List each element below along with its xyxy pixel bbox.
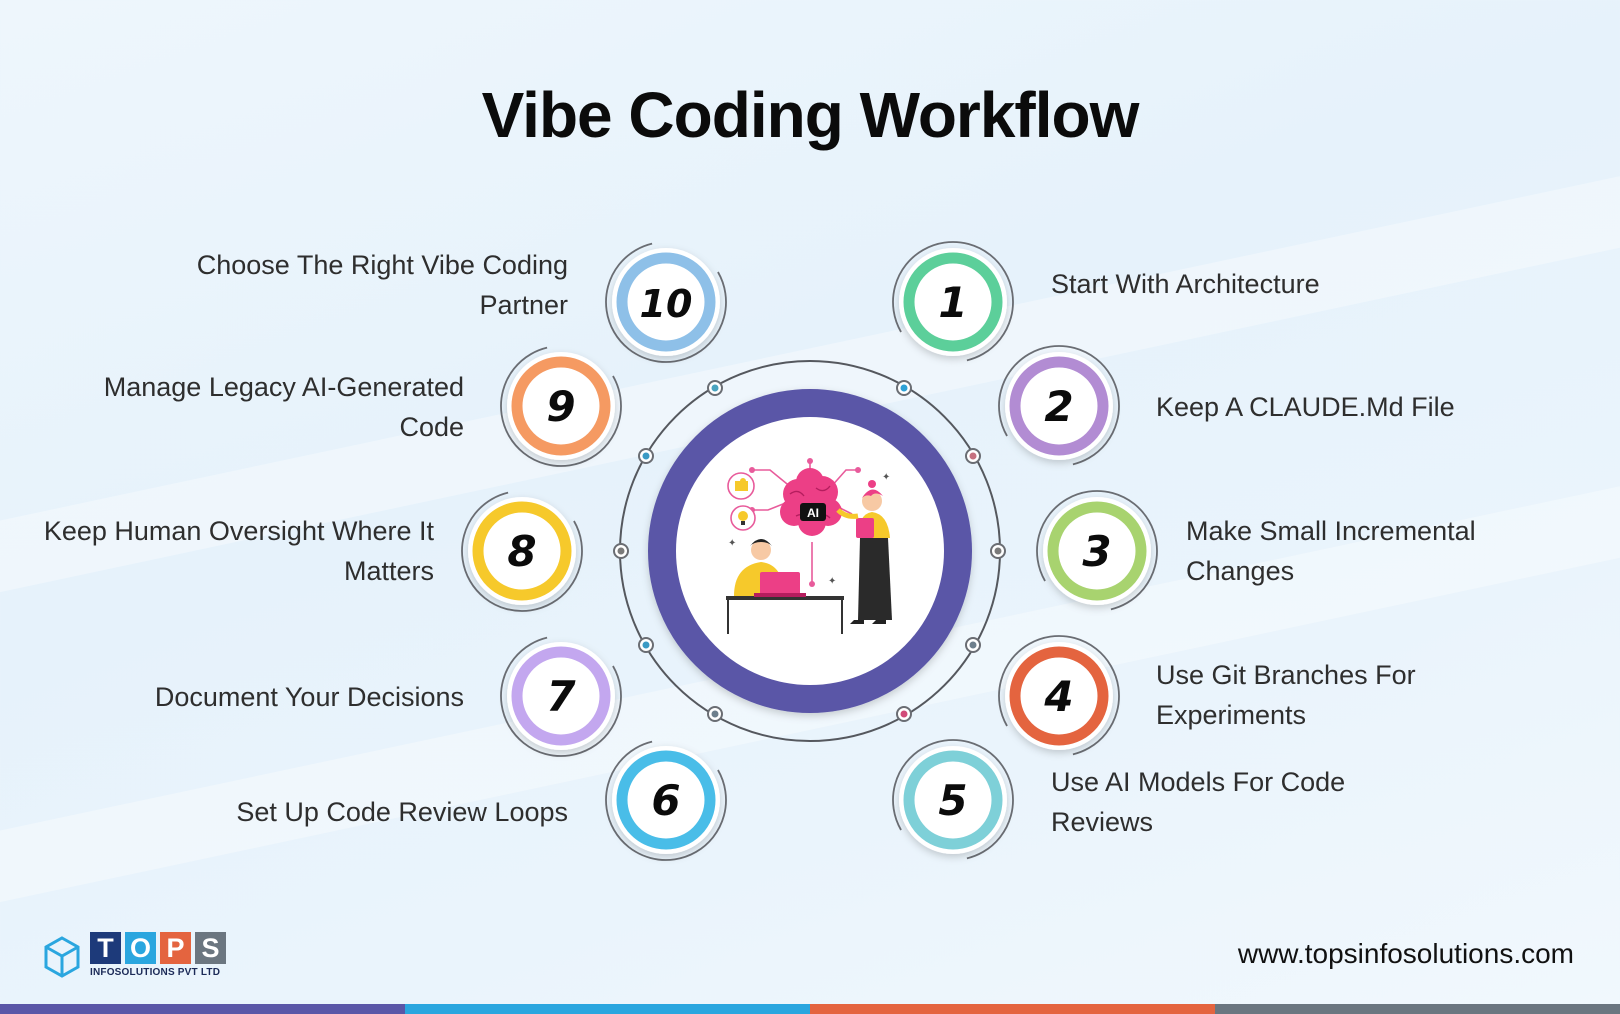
step-4-number: 4 <box>1043 672 1073 721</box>
step-5-badge: 5 <box>892 739 1014 861</box>
step-7-label: Document Your Decisions <box>154 682 464 712</box>
step-7-ring <box>511 646 611 746</box>
step-7-badge: 7 <box>500 635 622 757</box>
footer-segment-1 <box>0 1004 405 1014</box>
step-1-outline <box>892 241 1014 363</box>
step-8-ring <box>472 501 572 601</box>
step-6-ring <box>616 750 716 850</box>
step-10-outline <box>605 241 727 363</box>
step-1-label: Start With Architecture <box>1051 269 1320 299</box>
step-9-outline <box>500 345 622 467</box>
step-6-badge: 6 <box>605 739 727 861</box>
step-3-label: Make Small Incremental Changes <box>1186 516 1476 586</box>
step-8-number: 8 <box>507 527 536 576</box>
step-6-label: Set Up Code Review Loops <box>236 797 568 827</box>
ai-badge: AI <box>807 506 819 520</box>
step-3-outline <box>1036 490 1158 612</box>
step-5-label: Use AI Models For Code Reviews <box>1051 767 1346 837</box>
step-4-outline <box>998 635 1120 757</box>
step-2-badge: 2 <box>998 345 1120 467</box>
logo-subtitle: INFOSOLUTIONS PVT LTD <box>90 967 221 978</box>
step-3-number: 3 <box>1082 527 1111 576</box>
step-2-number: 2 <box>1044 382 1073 431</box>
step-10-badge: 10 <box>605 241 727 363</box>
logo-letter-s: S <box>195 932 226 964</box>
step-6-number: 6 <box>651 776 680 825</box>
footer-segment-2 <box>405 1004 810 1014</box>
step-8-badge: 8 <box>461 490 583 612</box>
step-2-outline <box>998 345 1120 467</box>
step-5-number: 5 <box>938 776 967 825</box>
center-ring <box>648 389 972 713</box>
step-2-label: Keep A CLAUDE.Md File <box>1156 392 1455 422</box>
logo-letter-p: P <box>160 932 191 964</box>
step-10-number: 10 <box>640 282 693 326</box>
step-10-label: Choose The Right Vibe Coding Partner <box>196 250 568 320</box>
logo-letter-t: T <box>90 932 121 964</box>
page-title: Vibe Coding Workflow <box>481 79 1140 151</box>
step-9-badge: 9 <box>500 345 622 467</box>
cube-icon <box>44 936 80 978</box>
footer-color-bar <box>0 1004 1620 1014</box>
website-url: www.topsinfosolutions.com <box>1237 938 1574 969</box>
step-3-badge: 3 <box>1036 490 1158 612</box>
step-9-ring <box>511 356 611 456</box>
step-2-ring <box>1009 356 1109 456</box>
step-8-label: Keep Human Oversight Where It Matters <box>43 516 434 586</box>
step-4-label: Use Git Branches For Experiments <box>1156 660 1416 730</box>
footer-segment-4 <box>1215 1004 1620 1014</box>
svg-text:✦: ✦ <box>828 576 836 587</box>
step-6-outline <box>605 739 727 861</box>
step-4-ring <box>1009 646 1109 746</box>
step-9-label: Manage Legacy AI-Generated Code <box>103 372 464 442</box>
step-1-number: 1 <box>938 278 967 327</box>
step-10-ring <box>616 252 716 352</box>
step-5-outline <box>892 739 1014 861</box>
step-9-number: 9 <box>546 382 575 431</box>
svg-text:✦: ✦ <box>882 472 890 483</box>
step-7-outline <box>500 635 622 757</box>
ai-collaboration-illustration: AI ✦ ✦ ✦ <box>726 458 892 634</box>
step-7-number: 7 <box>546 672 576 721</box>
step-5-ring <box>903 750 1003 850</box>
step-4-badge: 4 <box>998 635 1120 757</box>
step-8-outline <box>461 490 583 612</box>
step-1-badge: 1 <box>892 241 1014 363</box>
step-1-ring <box>903 252 1003 352</box>
svg-text:✦: ✦ <box>728 538 736 549</box>
logo-letter-o: O <box>125 932 156 964</box>
step-3-ring <box>1047 501 1147 601</box>
footer-segment-3 <box>810 1004 1215 1014</box>
